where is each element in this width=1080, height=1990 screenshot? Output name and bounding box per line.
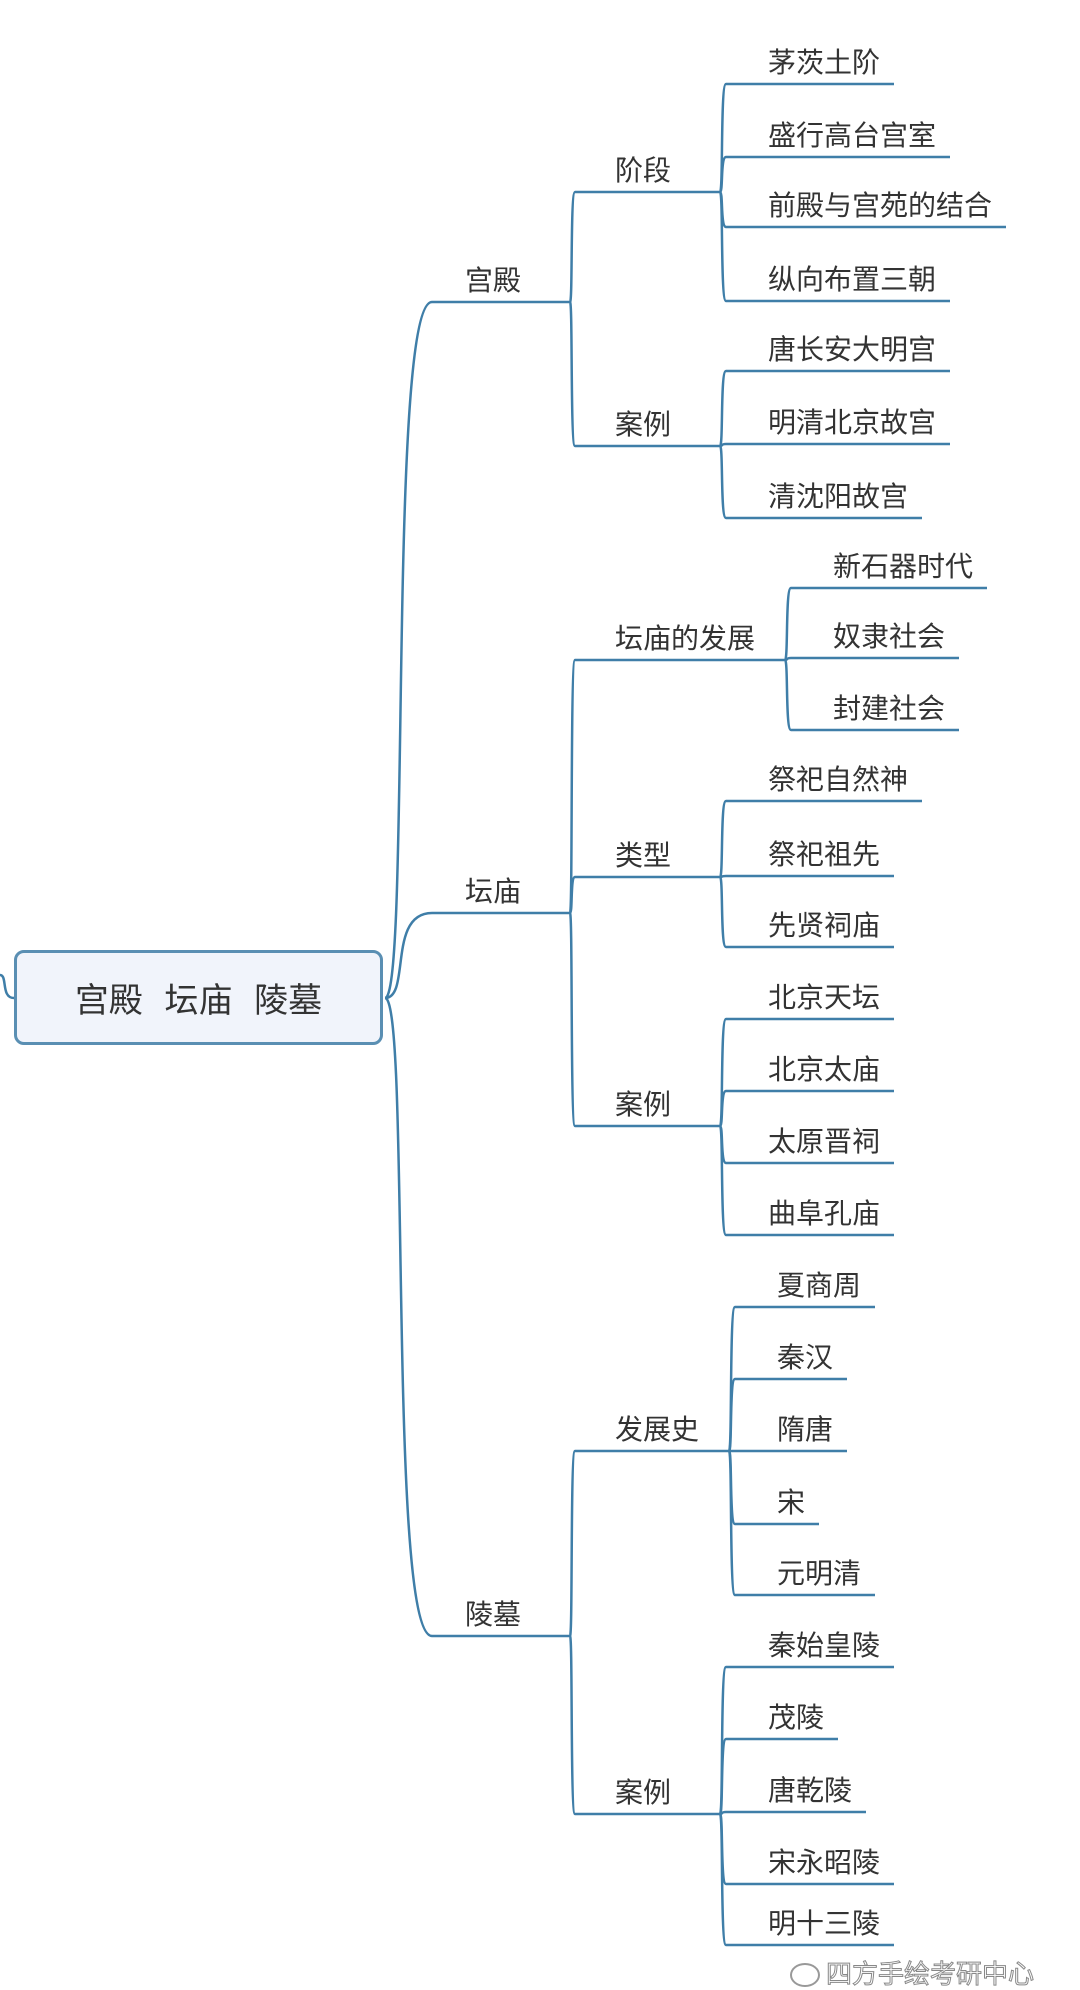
leaf-connector — [718, 190, 728, 303]
leaf-node[interactable]: 前殿与宫苑的结合 — [768, 189, 992, 222]
leaf-node[interactable]: 北京天坛 — [768, 981, 880, 1014]
leaf-node[interactable]: 宋 — [777, 1486, 805, 1519]
leaf-node[interactable]: 太原晋祠 — [768, 1125, 880, 1158]
branch-node[interactable]: 宫殿 — [465, 264, 521, 297]
subbranch-node[interactable]: 阶段 — [615, 154, 671, 187]
leaf-connector — [727, 1449, 737, 1597]
footer-watermark: 四方手绘考研中心 — [790, 1959, 1035, 1990]
root-node[interactable]: 宫殿 坛庙 陵墓 — [14, 950, 383, 1045]
leaf-node[interactable]: 清沈阳故宫 — [768, 480, 908, 513]
leaf-node[interactable]: 封建社会 — [833, 692, 945, 725]
leaf-connector — [718, 1737, 728, 1816]
leaf-connector — [718, 1812, 728, 1947]
leaf-node[interactable]: 祭祀自然神 — [768, 763, 908, 796]
subbranch-node[interactable]: 案例 — [615, 1776, 671, 1809]
branch-node[interactable]: 陵墓 — [465, 1598, 521, 1631]
leaf-node[interactable]: 先贤祠庙 — [768, 909, 880, 942]
subbranch-node[interactable]: 类型 — [615, 839, 671, 872]
leaf-node[interactable]: 明十三陵 — [768, 1907, 880, 1940]
subbranch-connector — [568, 190, 577, 304]
subbranch-connector — [568, 1634, 577, 1816]
leaf-node[interactable]: 茂陵 — [768, 1701, 824, 1734]
branch-connector — [383, 300, 433, 1000]
leaf-node[interactable]: 隋唐 — [777, 1413, 833, 1446]
leaf-connector — [727, 1377, 737, 1453]
subbranch-node[interactable]: 发展史 — [615, 1413, 699, 1446]
branch-connector — [383, 996, 433, 1638]
leaf-node[interactable]: 奴隶社会 — [833, 620, 945, 653]
footer-watermark-text: 四方手绘考研中心 — [825, 1959, 1035, 1990]
leaf-connector — [718, 799, 728, 879]
leaf-node[interactable]: 秦汉 — [777, 1341, 833, 1374]
leaf-node[interactable]: 唐长安大明宫 — [768, 333, 936, 366]
leaf-connector — [718, 369, 728, 448]
subbranch-connector — [568, 875, 577, 915]
leaf-node[interactable]: 明清北京故宫 — [768, 406, 936, 439]
root-left-connector — [0, 973, 15, 1000]
leaf-connector — [718, 1124, 728, 1237]
subbranch-connector — [568, 911, 577, 1128]
leaf-node[interactable]: 曲阜孔庙 — [768, 1197, 880, 1230]
wechat-icon — [790, 1962, 820, 1987]
leaf-connector — [718, 875, 728, 949]
leaf-node[interactable]: 宋永昭陵 — [768, 1846, 880, 1879]
subbranch-node[interactable]: 案例 — [615, 1088, 671, 1121]
leaf-node[interactable]: 夏商周 — [777, 1269, 861, 1302]
subbranch-connector — [568, 658, 577, 915]
leaf-node[interactable]: 唐乾陵 — [768, 1774, 852, 1807]
leaf-connector — [718, 444, 728, 520]
leaf-node[interactable]: 茅茨土阶 — [768, 46, 880, 79]
leaf-node[interactable]: 新石器时代 — [833, 550, 973, 583]
leaf-node[interactable]: 纵向布置三朝 — [768, 263, 936, 296]
root-label: 宫殿 坛庙 陵墓 — [74, 981, 323, 1021]
leaf-node[interactable]: 元明清 — [777, 1557, 861, 1590]
leaf-connector — [783, 658, 793, 732]
subbranch-connector — [568, 300, 577, 448]
branch-node[interactable]: 坛庙 — [465, 875, 521, 908]
leaf-node[interactable]: 北京太庙 — [768, 1053, 880, 1086]
leaf-node[interactable]: 祭祀祖先 — [768, 838, 880, 871]
subbranch-node[interactable]: 案例 — [615, 408, 671, 441]
branch-connector — [384, 911, 433, 1000]
subbranch-node[interactable]: 坛庙的发展 — [615, 622, 755, 655]
leaf-node[interactable]: 盛行高台宫室 — [768, 119, 936, 152]
subbranch-connector — [568, 1449, 577, 1638]
leaf-connector — [783, 586, 793, 662]
leaf-node[interactable]: 秦始皇陵 — [768, 1629, 880, 1662]
